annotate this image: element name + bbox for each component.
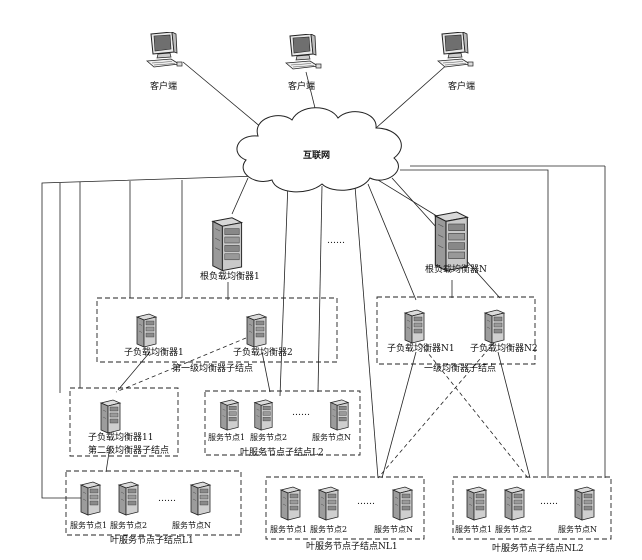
- service-node-label: 服务节点1: [70, 521, 108, 530]
- service-node-label: 服务节点N: [558, 525, 597, 534]
- link-sub11-leaf-l1: [105, 445, 111, 473]
- service-node-server-icon: [318, 486, 339, 521]
- service-node-server-icon: [466, 486, 487, 521]
- root-balancer-server-icon: [434, 211, 468, 272]
- sub-balancer-server-icon: [246, 313, 267, 348]
- service-node-label: 服务节点N: [374, 525, 413, 534]
- client-label: 客户端: [288, 82, 316, 92]
- dashed-links: [115, 337, 529, 479]
- link-internet-leaf-nl2: [400, 169, 549, 478]
- sub-balancer-server-icon: [100, 399, 121, 434]
- service-node-server-icon: [330, 399, 349, 431]
- sub-balancer-label: 子负载均衡器11: [88, 433, 154, 443]
- service-node-server-icon: [254, 399, 273, 431]
- client-computer-icon: [146, 32, 183, 68]
- ellipsis-label: ……: [540, 497, 558, 507]
- sub-balancer-server-icon: [404, 309, 425, 344]
- ellipsis-label: ……: [357, 497, 375, 507]
- client-computer-icon: [285, 34, 322, 70]
- group-boxes: [65, 296, 612, 540]
- internet-label: 互联网: [303, 151, 331, 161]
- link-sub1-level2: [117, 351, 151, 391]
- service-node-label: 服务节点N: [172, 521, 211, 530]
- service-node-server-icon: [574, 486, 595, 521]
- service-node-server-icon: [504, 486, 525, 521]
- service-node-server-icon: [190, 481, 211, 516]
- service-node-label: 服务节点2: [495, 525, 533, 534]
- link-subn1-leaf-nl1: [381, 351, 417, 479]
- sub-balancer-label: 子负载均衡器N2: [470, 344, 538, 354]
- service-node-label: 服务节点2: [110, 521, 148, 530]
- leaf-group-label: 叶服务节点子结点NL1: [306, 542, 398, 552]
- leaf-group-box-l2: [204, 390, 361, 456]
- service-node-label: 服务节点N: [312, 433, 351, 442]
- leaf-group-label: 叶服务节点子结点L2: [240, 448, 324, 458]
- client-computer-icon: [437, 32, 474, 68]
- link-sub2-level2-dashed: [115, 337, 247, 393]
- link-client1-internet: [182, 61, 263, 129]
- internet-cloud-icon: [236, 107, 402, 193]
- root-balancer-server-icon: [212, 217, 243, 272]
- sub-balancer-server-icon: [484, 309, 505, 344]
- link-internet-leaf-l1: [41, 175, 259, 499]
- link-internet-sub-n1: [367, 183, 417, 301]
- ellipsis-label: ……: [327, 236, 345, 246]
- link-subn2-nl1-dashed: [377, 337, 499, 479]
- service-node-label: 服务节点1: [455, 525, 493, 534]
- link-internet-leaf-l2: [279, 181, 289, 397]
- service-node-label: 服务节点2: [310, 525, 348, 534]
- sub-balancer-label: 子负载均衡器N1: [387, 344, 455, 354]
- leaf-group-label: 叶服务节点子结点NL2: [492, 544, 584, 554]
- link-internet-root-n: [377, 179, 441, 219]
- leaf-group-label: 叶服务节点子结点L1: [110, 536, 194, 546]
- level1-group-box-left: [96, 297, 338, 363]
- service-node-label: 服务节点1: [208, 433, 246, 442]
- link-internet-leaf-nl1: [354, 185, 379, 479]
- service-node-server-icon: [392, 486, 413, 521]
- link-internet-root1: [231, 177, 249, 215]
- link-sub2-leaf-l2: [261, 351, 271, 393]
- connection-lines: [41, 61, 606, 499]
- level1-group-label: 一级均衡器子结点: [424, 364, 497, 374]
- level2-group-label: 第二级均衡器子结点: [88, 446, 170, 456]
- link-subn1-nl2-dashed: [415, 337, 529, 479]
- leaf-group-box-nl2: [452, 476, 612, 540]
- client-label: 客户端: [448, 82, 476, 92]
- level1-group-label: 第一级均衡器子结点: [172, 364, 254, 374]
- leaf-group-box-nl1: [265, 476, 425, 540]
- sub-balancer-server-icon: [136, 313, 157, 348]
- ellipsis-label: ……: [292, 408, 310, 418]
- service-node-server-icon: [118, 481, 139, 516]
- link-subn2-leaf-nl2: [497, 351, 531, 479]
- root-balancer-label: 根负载均衡器N: [425, 265, 487, 275]
- sub-balancer-label: 子负载均衡器2: [233, 348, 293, 358]
- link-internet-leaf-l2-b: [317, 185, 323, 393]
- service-node-server-icon: [280, 486, 301, 521]
- service-node-server-icon: [80, 481, 101, 516]
- client-label: 客户端: [150, 82, 178, 92]
- ellipsis-label: ……: [158, 494, 176, 504]
- service-node-label: 服务节点1: [270, 525, 308, 534]
- root-balancer-label: 根负载均衡器1: [200, 272, 260, 282]
- level1-group-box-right: [376, 296, 536, 365]
- service-node-server-icon: [220, 399, 239, 431]
- service-node-label: 服务节点2: [250, 433, 288, 442]
- link-client3-internet: [375, 61, 451, 129]
- sub-balancer-label: 子负载均衡器1: [124, 348, 184, 358]
